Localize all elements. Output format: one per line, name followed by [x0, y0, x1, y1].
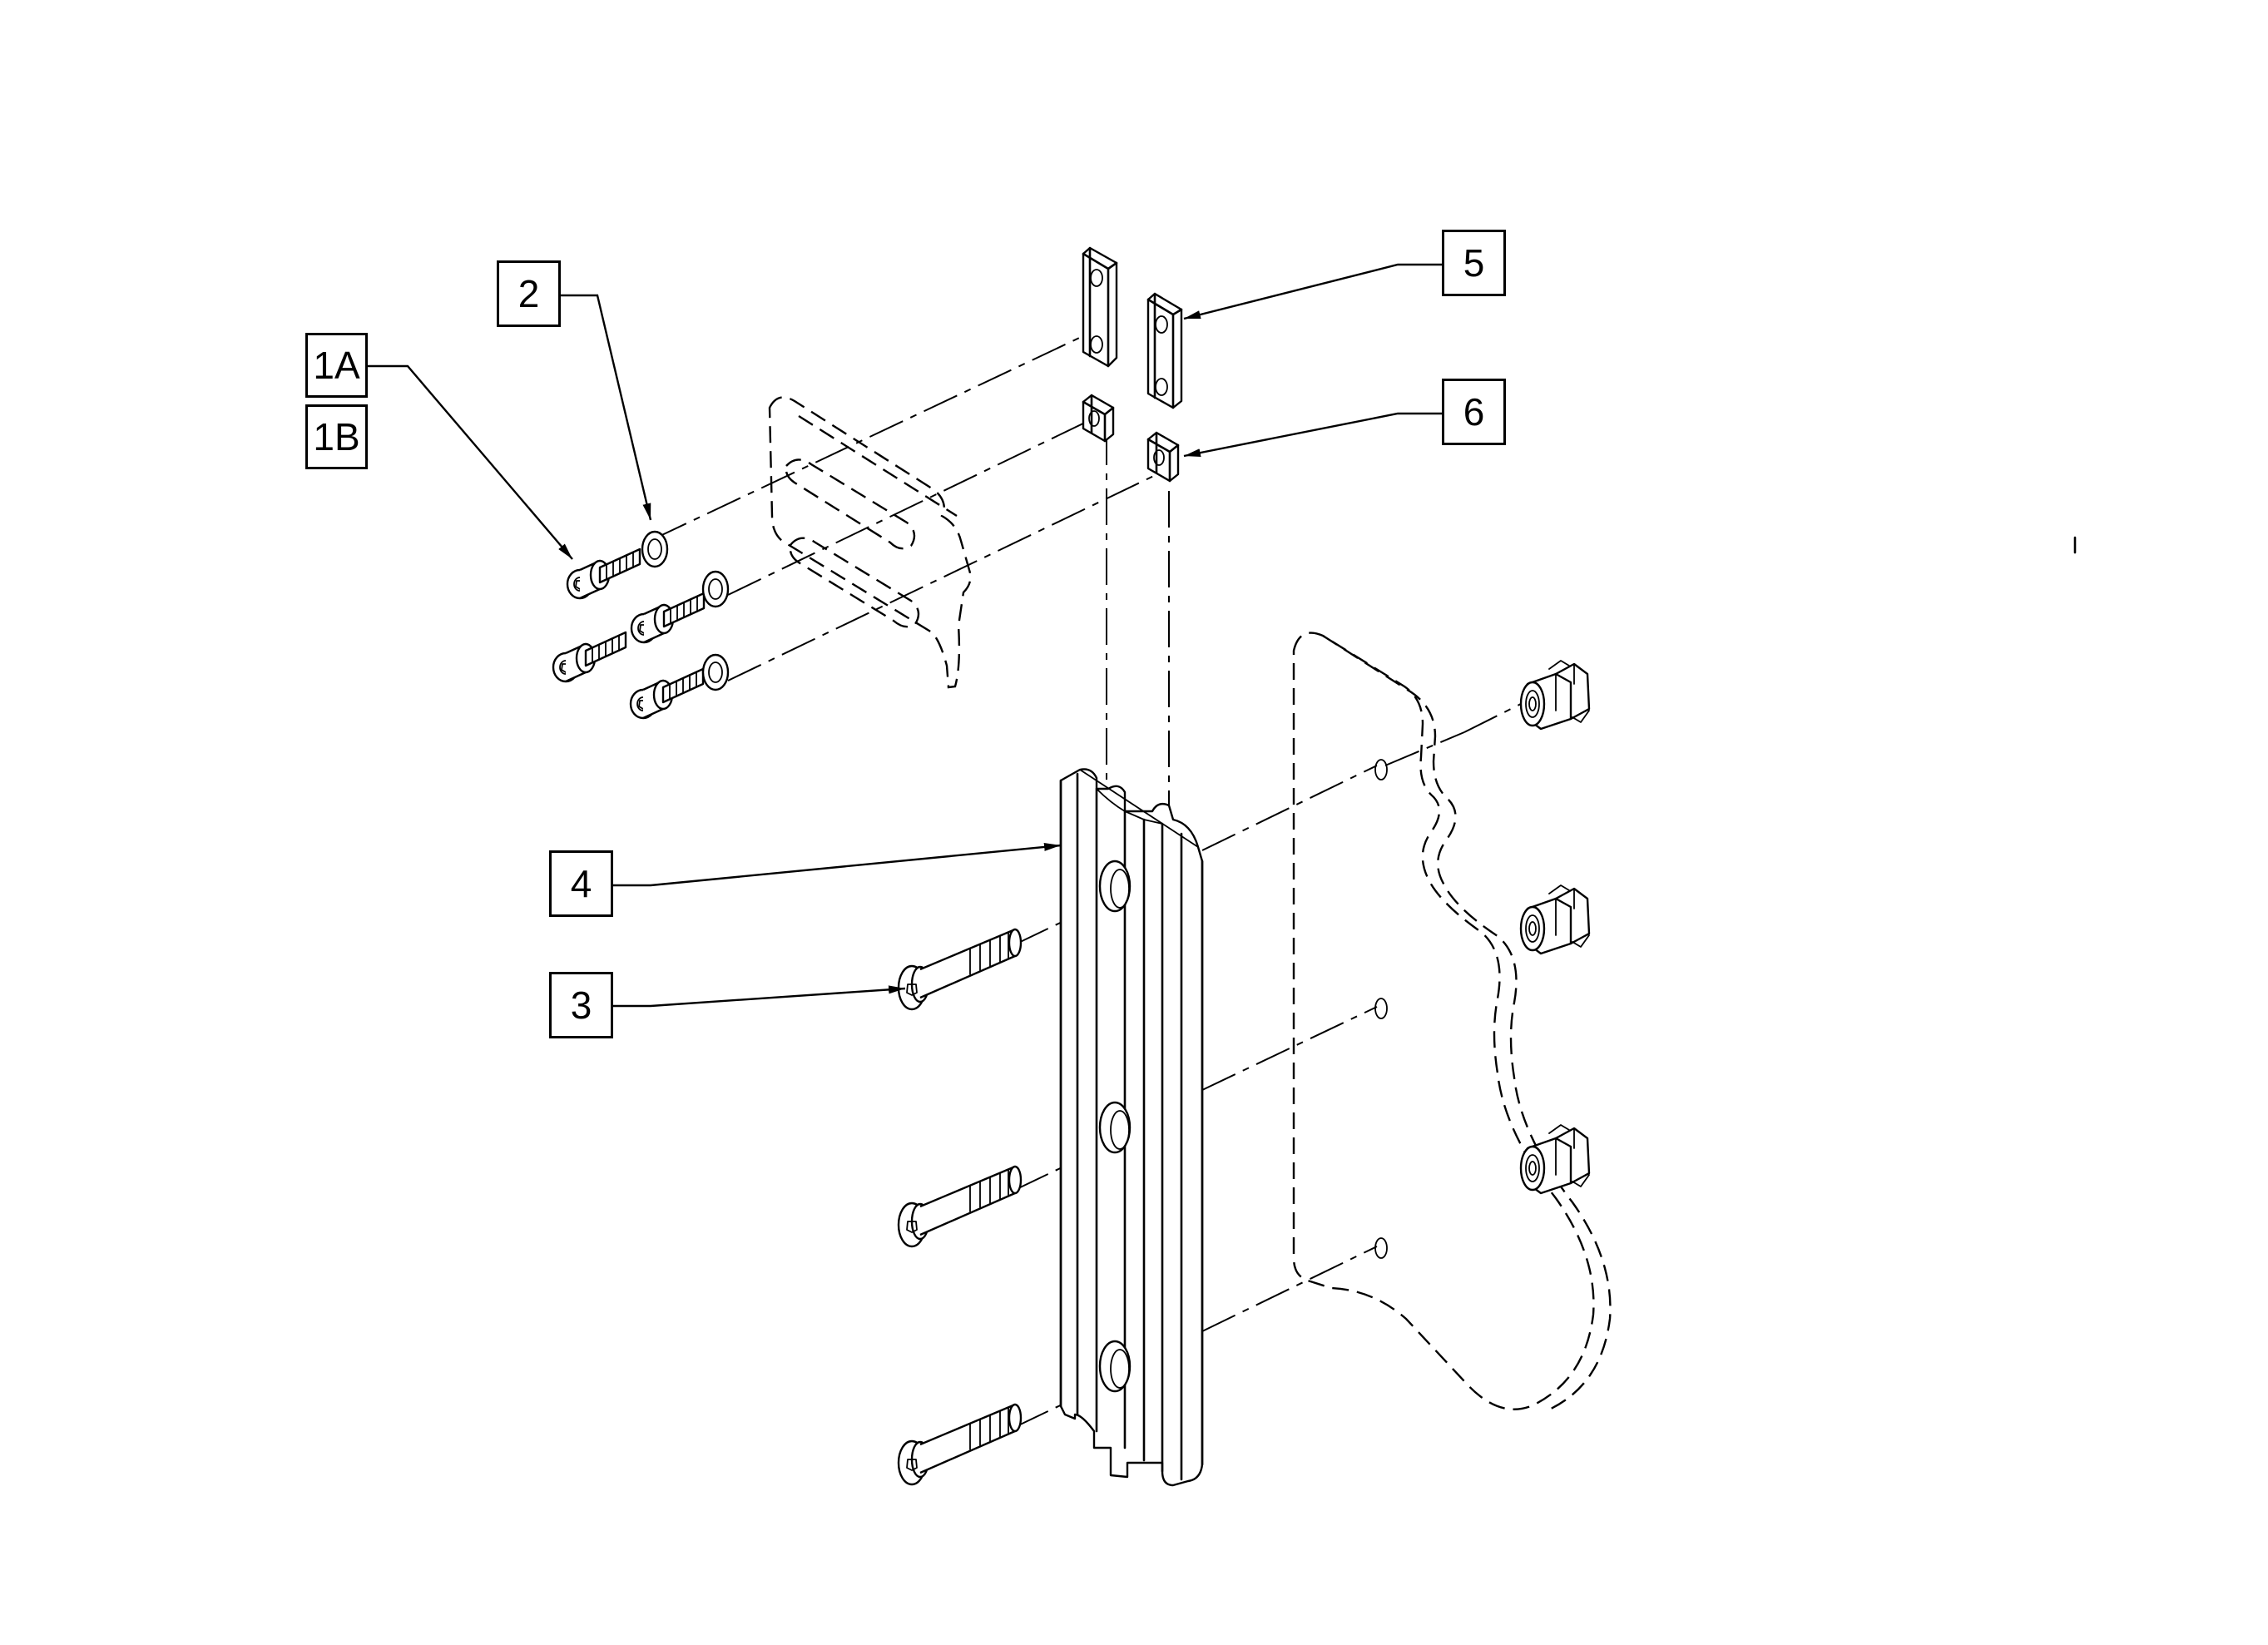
- lower-mounting-plate: [1292, 632, 1612, 1412]
- callout-5[interactable]: 5: [1442, 230, 1506, 296]
- callout-1b[interactable]: 1B: [305, 404, 368, 469]
- square-nuts: [1082, 394, 1180, 483]
- tee-nuts: [1519, 659, 1591, 1195]
- channel-rail: [1059, 768, 1204, 1487]
- button-head-screws: [897, 928, 1023, 1486]
- assembly-center-lines: [652, 332, 1523, 1428]
- callout-4[interactable]: 4: [549, 850, 613, 917]
- callout-6[interactable]: 6: [1442, 379, 1506, 445]
- callout-leaders: [367, 263, 1443, 1008]
- socket-head-screws: [552, 548, 706, 720]
- callout-3[interactable]: 3: [549, 972, 613, 1038]
- callout-2[interactable]: 2: [497, 260, 561, 327]
- slider-blocks: [1082, 246, 1183, 409]
- callout-1a[interactable]: 1A: [305, 333, 368, 398]
- upper-bracket-plate: [768, 396, 972, 689]
